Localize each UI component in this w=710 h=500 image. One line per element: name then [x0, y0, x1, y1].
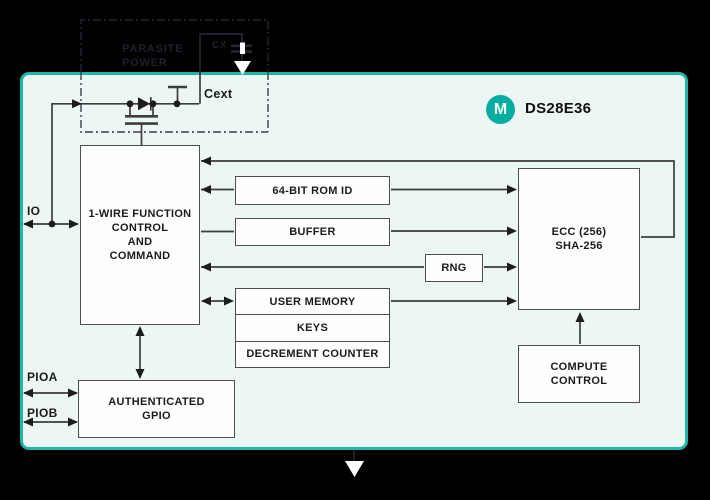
- parasite-power-line2: POWER: [122, 57, 168, 69]
- block-decrement-counter: DECREMENT COUNTER: [236, 340, 389, 367]
- block-ecc-sha: ECC (256) SHA-256: [518, 168, 640, 310]
- block-compute-control: COMPUTE CONTROL: [518, 345, 640, 403]
- bottom-gnd-triangle-icon: [345, 461, 364, 477]
- block-keys: KEYS: [236, 314, 389, 340]
- block-rom-id: 64-BIT ROM ID: [235, 176, 390, 205]
- block-gpio-line1: AUTHENTICATED: [108, 396, 205, 408]
- parasite-power-label: PARASITE POWER: [122, 42, 183, 70]
- parasite-power-line1: PARASITE: [122, 43, 184, 55]
- block-1wire-line2: CONTROL: [111, 222, 169, 234]
- block-rng: RNG: [425, 254, 483, 282]
- block-user-memory: USER MEMORY: [269, 295, 356, 308]
- pioa-pin-label: PIOA: [27, 370, 58, 384]
- piob-pin-label: PIOB: [27, 406, 58, 420]
- part-number: DS28E36: [525, 100, 592, 117]
- block-compute-line2: CONTROL: [550, 375, 608, 387]
- block-compute-line1: COMPUTE: [550, 361, 608, 373]
- cap-cx-label: CX: [212, 40, 228, 51]
- block-gpio-line2: GPIO: [142, 410, 171, 422]
- maxim-logo-icon: M: [486, 95, 515, 124]
- block-authenticated-gpio: AUTHENTICATED GPIO: [78, 380, 235, 438]
- block-ecc-line1: ECC (256): [551, 226, 607, 238]
- block-memory-stack: USER MEMORY KEYS DECREMENT COUNTER: [235, 288, 390, 368]
- block-1wire-line4: COMMAND: [109, 250, 171, 262]
- block-ecc-line2: SHA-256: [555, 240, 603, 252]
- block-1wire-function-control: 1-WIRE FUNCTION CONTROL AND COMMAND: [80, 145, 200, 325]
- io-pin-label: IO: [27, 204, 41, 218]
- cap-gap-mark: [240, 42, 245, 54]
- cext-label: Cext: [204, 87, 233, 101]
- block-buffer: BUFFER: [235, 218, 390, 246]
- block-1wire-line1: 1-WIRE FUNCTION: [88, 208, 192, 220]
- block-1wire-line3: AND: [127, 236, 153, 248]
